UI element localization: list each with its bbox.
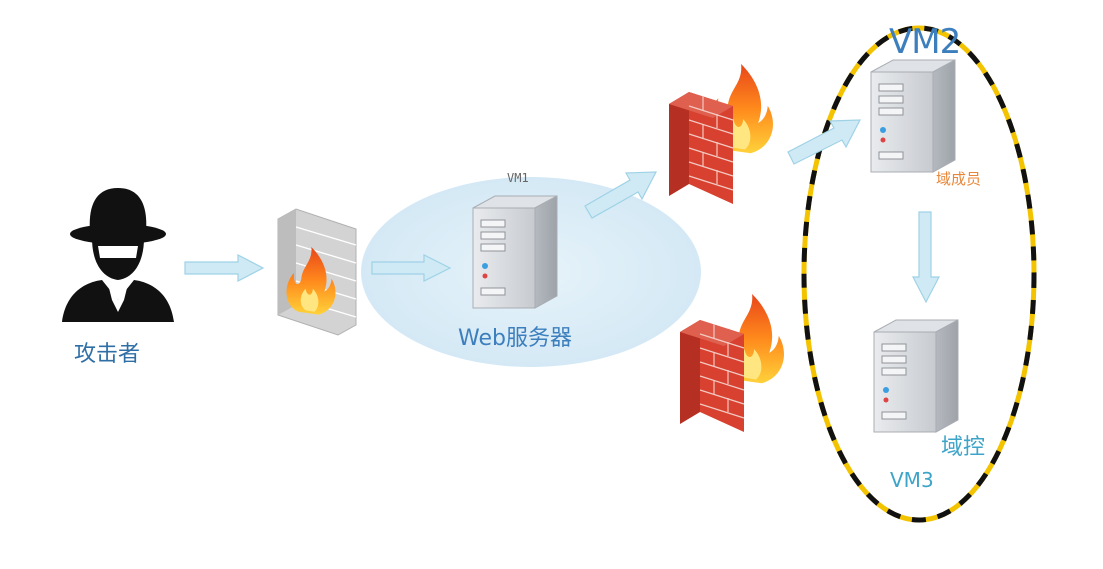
vm2-label: VM2 [889, 22, 961, 62]
attacker-label: 攻击者 [74, 342, 141, 367]
vm1-label: VM1 [507, 171, 529, 185]
arrow-attacker-to-firewall [184, 254, 265, 282]
arrow-firewall-to-vm2 [787, 119, 862, 165]
server-icon [472, 195, 558, 309]
server-icon [873, 319, 959, 433]
vm3-label: VM3 [890, 468, 934, 492]
arrow-vm2-to-vm3 [912, 211, 940, 304]
arrow-firewall-to-web [371, 254, 452, 282]
attacker-icon [62, 188, 174, 322]
web-server-label: Web服务器 [458, 326, 572, 351]
firewall-red-icon [668, 64, 773, 205]
firewall-grey-icon [277, 208, 357, 336]
domain-member-label: 域成员 [936, 170, 982, 188]
domain-ring-dash [801, 25, 1037, 523]
server-icon [870, 59, 956, 173]
firewall-red-icon [679, 294, 784, 433]
domain-controller-label: 域控 [941, 435, 986, 460]
arrow-web-to-firewall-up [584, 171, 658, 219]
